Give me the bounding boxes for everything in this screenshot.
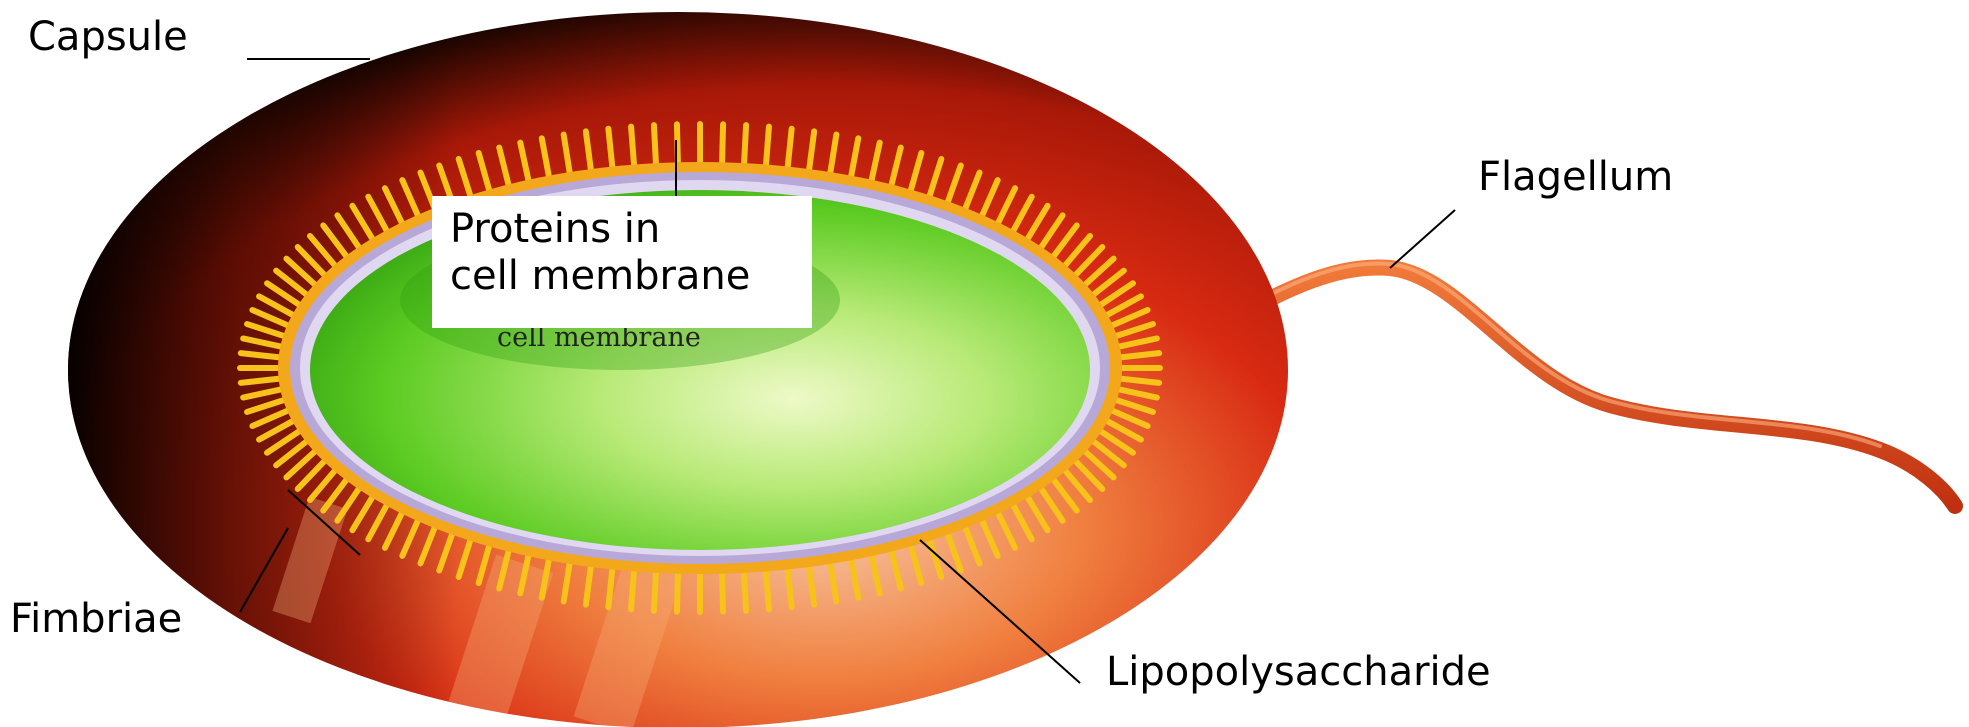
fimbria (766, 571, 769, 609)
fimbria (766, 127, 769, 165)
fimbria (241, 353, 279, 357)
flagellum-label: Flagellum (1472, 154, 1679, 201)
fimbria (677, 124, 678, 162)
fimbria (788, 569, 792, 607)
flagellum-leader-line (1390, 210, 1455, 268)
fimbriae-label: Fimbriae (4, 596, 188, 643)
fimbria (788, 129, 792, 167)
fimbria (1121, 353, 1159, 357)
proteins-label: Proteins in cell membrane (432, 196, 812, 328)
fimbria (744, 125, 746, 163)
fimbria (744, 573, 746, 611)
fimbria (654, 125, 656, 163)
fimbria (722, 574, 723, 612)
fimbria (1121, 379, 1159, 383)
fimbria (631, 571, 634, 609)
lipopolysaccharide-label: Lipopolysaccharide (1100, 649, 1497, 696)
fimbria (241, 379, 279, 383)
capsule-label: Capsule (22, 14, 194, 61)
proteins-label-line1: Proteins in (450, 206, 812, 253)
fimbria (608, 129, 612, 167)
fimbria (677, 574, 678, 612)
fimbria (722, 124, 723, 162)
proteins-label-line2: cell membrane (450, 253, 812, 300)
fimbria (631, 127, 634, 165)
fimbria (654, 573, 656, 611)
fimbria (608, 569, 612, 607)
